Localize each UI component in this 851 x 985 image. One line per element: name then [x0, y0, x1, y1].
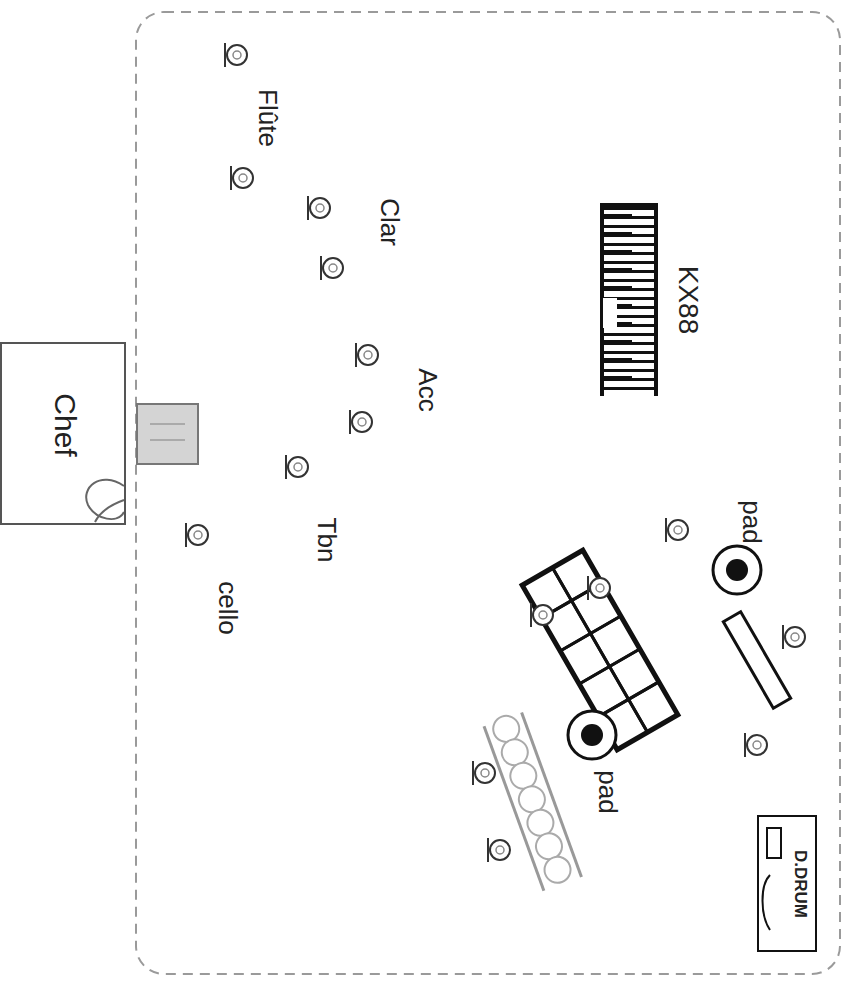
instrument-label: Clar — [377, 198, 403, 246]
instrument-label: KX88 — [674, 266, 702, 335]
conductor-box: Chef — [0, 342, 126, 525]
node-text: D.DRUM — [791, 850, 808, 918]
instrument-label: cello — [215, 581, 241, 634]
node-text: Chef — [50, 393, 80, 456]
instrument-label: pad — [739, 500, 765, 543]
instrument-label: pad — [595, 770, 621, 813]
instrument-label: Flûte — [255, 89, 281, 147]
instrument-label: Acc — [415, 368, 441, 411]
drum-module-box: D.DRUM — [757, 815, 817, 952]
instrument-label: Tbn — [314, 518, 340, 563]
